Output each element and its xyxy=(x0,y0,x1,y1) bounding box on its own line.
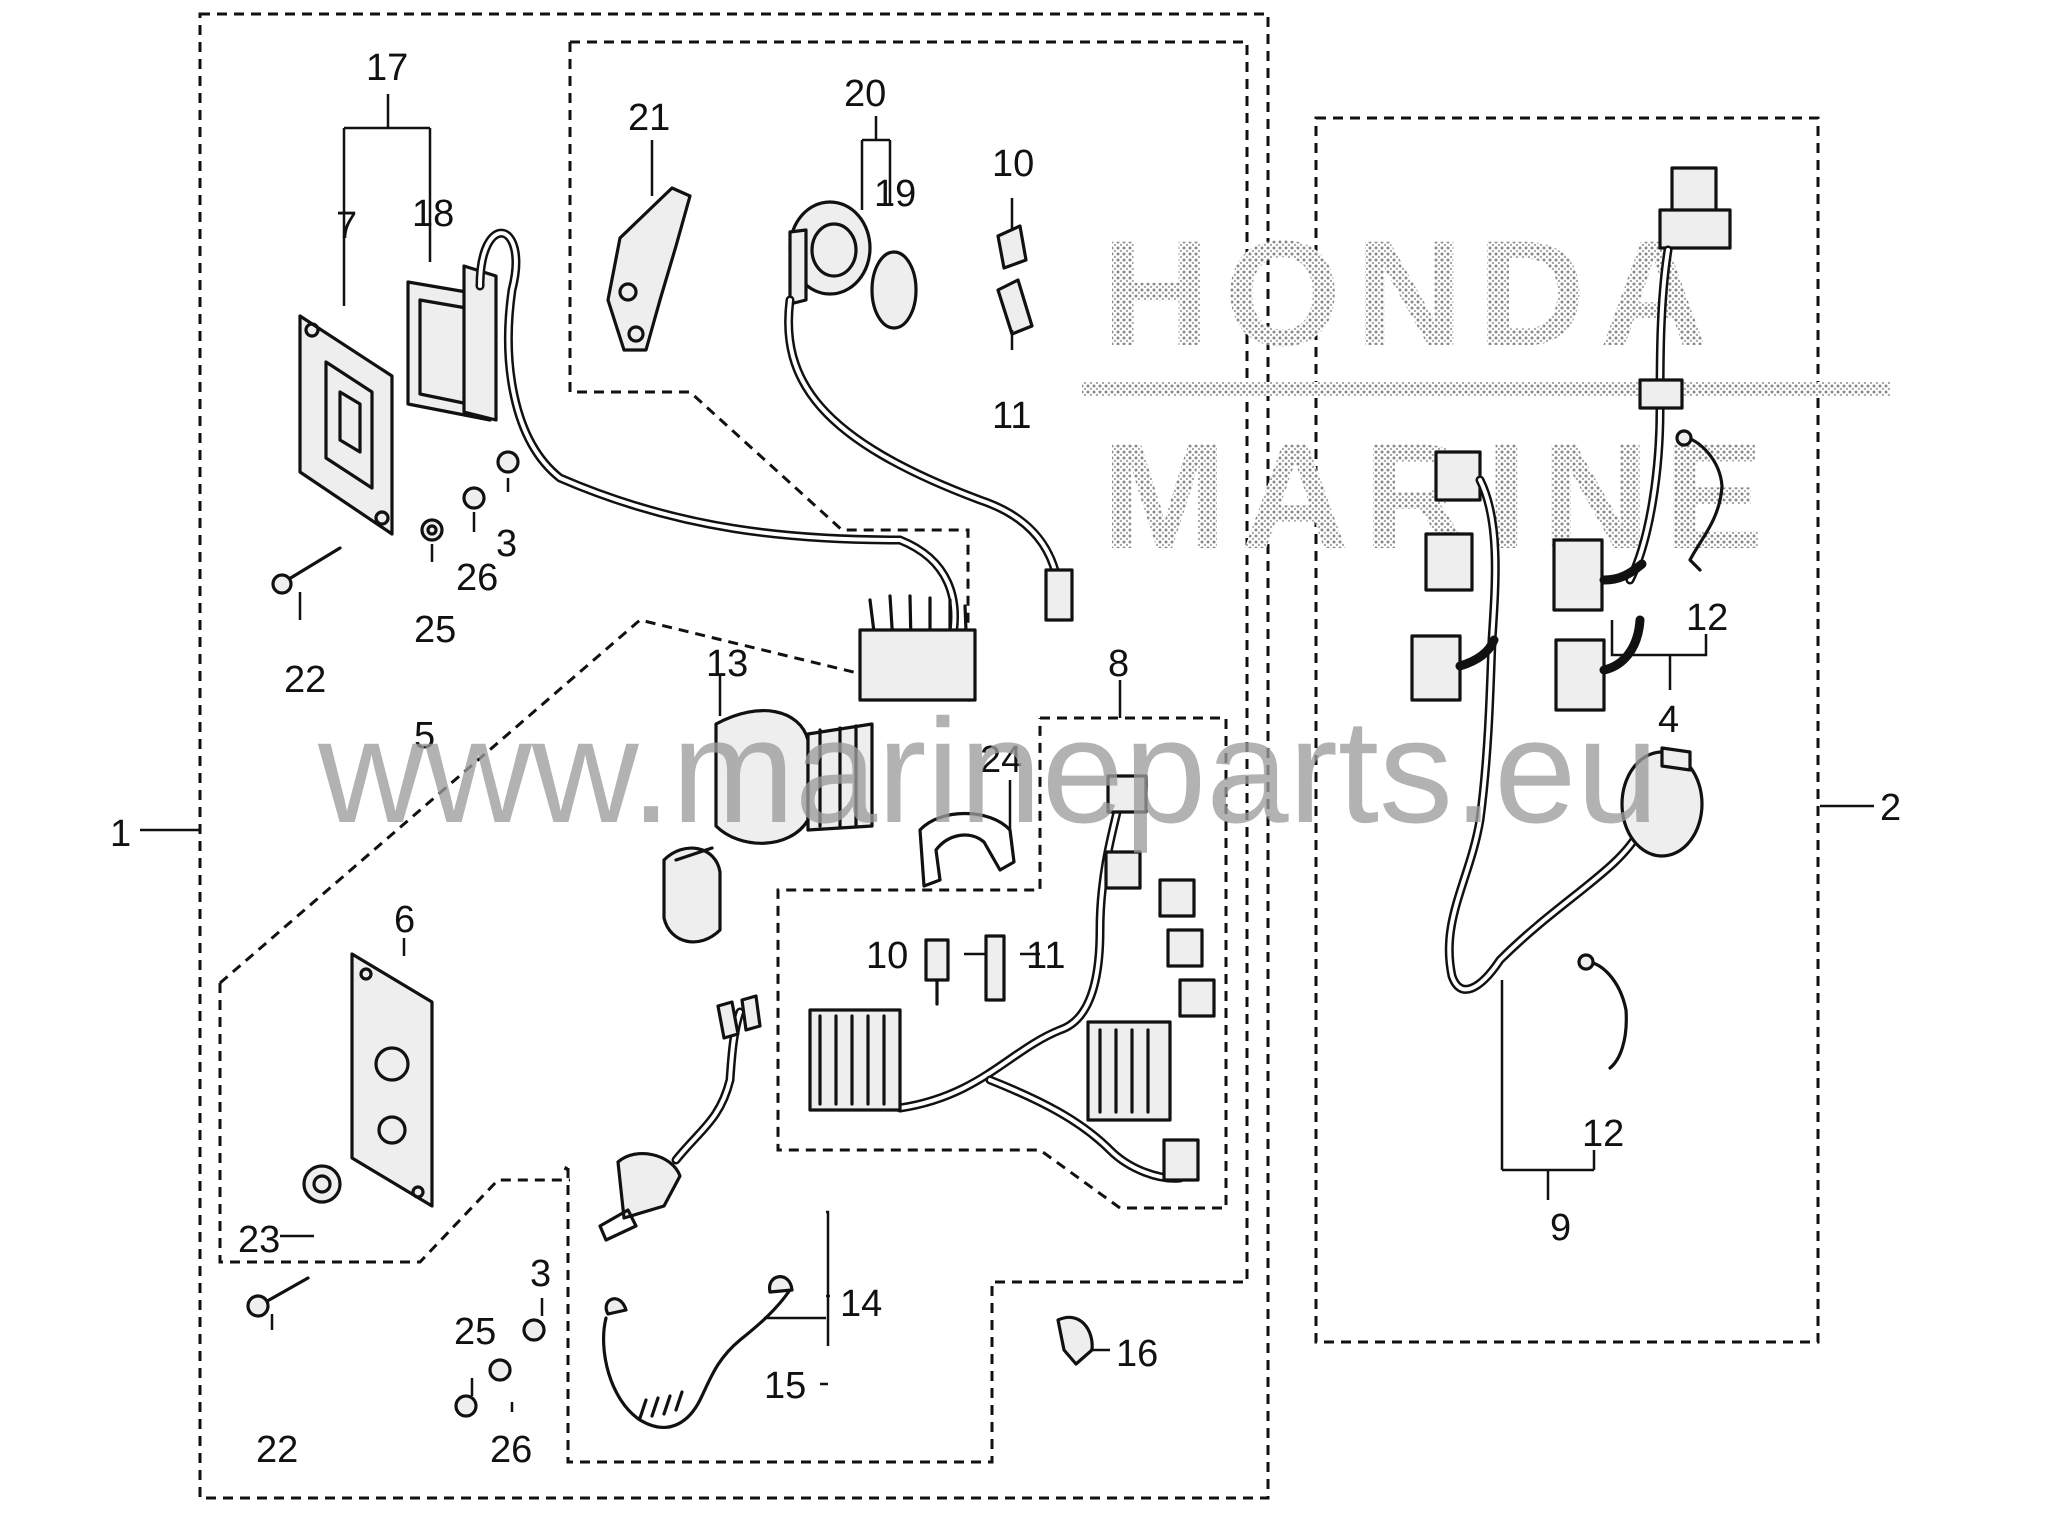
callout-11-mid: 11 xyxy=(1026,935,1065,977)
callout-12-top: 12 xyxy=(1686,597,1728,639)
callout-3-top: 3 xyxy=(496,523,517,565)
callouts: 1 2 3 3 4 5 6 7 8 9 10 10 11 11 12 12 13… xyxy=(110,47,1901,1471)
part-8-harness xyxy=(808,774,1216,1183)
group-boxes xyxy=(198,12,1820,1500)
brand-watermark: HONDA MARINE xyxy=(1082,209,1890,580)
callout-17: 17 xyxy=(366,47,408,89)
part-7-bezel xyxy=(298,314,394,536)
callout-19: 19 xyxy=(874,173,916,215)
part-10-screw-top xyxy=(996,224,1028,270)
callout-5: 5 xyxy=(414,715,435,757)
part-26-nut-top xyxy=(462,486,486,510)
brand-line-1: HONDA xyxy=(1102,209,1722,377)
callout-11-top: 11 xyxy=(992,395,1031,437)
callout-21: 21 xyxy=(628,97,670,139)
part-21-bracket xyxy=(606,186,692,352)
callout-25-bottom: 25 xyxy=(454,1311,496,1353)
part-24-clip xyxy=(918,812,1016,888)
part-6-panel xyxy=(350,952,434,1208)
part-18-switch xyxy=(406,264,498,422)
callout-22-bottom: 22 xyxy=(256,1429,298,1471)
wire-group-17 xyxy=(568,42,970,696)
part-25-washer-top xyxy=(420,518,444,542)
callout-26-bottom: 26 xyxy=(490,1429,532,1471)
part-13-ignition-switch xyxy=(662,709,874,944)
part-10-screw-mid xyxy=(924,938,950,1006)
part-22-screw-top xyxy=(271,546,342,595)
part-16-clip xyxy=(1056,1315,1094,1366)
url-watermark: www.marineparts.eu xyxy=(317,689,1659,854)
part-19-filter xyxy=(870,250,918,330)
callout-23: 23 xyxy=(238,1219,280,1261)
wire-18 xyxy=(475,228,959,645)
part-3-nut-bottom xyxy=(522,1318,546,1342)
callout-10-mid: 10 xyxy=(866,935,908,977)
connector-bundle-17 xyxy=(858,594,977,702)
part-22-screw-bottom xyxy=(246,1276,310,1318)
part-12-clamp-bottom xyxy=(1577,953,1628,1070)
callout-22-top: 22 xyxy=(284,659,326,701)
callout-25-top: 25 xyxy=(414,609,456,651)
part-25-washer-bottom xyxy=(454,1394,478,1418)
part-12-clamp-top xyxy=(1675,429,1724,572)
callout-10-top: 10 xyxy=(992,143,1034,185)
callout-13: 13 xyxy=(706,643,748,685)
callout-16: 16 xyxy=(1116,1333,1158,1375)
callout-2: 2 xyxy=(1880,787,1901,829)
part-14-stop-switch xyxy=(598,994,762,1242)
part-23-nut xyxy=(302,1164,342,1204)
callout-26-top: 26 xyxy=(456,557,498,599)
callout-14: 14 xyxy=(840,1283,882,1325)
part-3-nut-top xyxy=(496,450,520,474)
harness-box-8 xyxy=(776,716,1228,1210)
callout-18: 18 xyxy=(412,193,454,235)
brand-rule xyxy=(1082,382,1890,396)
callout-1: 1 xyxy=(110,813,131,855)
callout-9: 9 xyxy=(1550,1207,1571,1249)
callout-3-bottom: 3 xyxy=(530,1253,551,1295)
panel-box-6 xyxy=(218,983,570,1264)
part-11-pin-mid xyxy=(984,934,1006,1002)
part-20-relay xyxy=(784,200,1074,622)
main-assembly-box xyxy=(198,12,1270,1500)
part-26-nut-bottom xyxy=(488,1358,512,1382)
callout-4: 4 xyxy=(1658,699,1679,741)
harness-box-2 xyxy=(1314,116,1820,1344)
sub-box-20-21 xyxy=(563,40,1249,1464)
ignition-switch-box-5 xyxy=(219,618,970,985)
part-2-harness xyxy=(1410,166,1732,994)
callout-7: 7 xyxy=(336,205,357,247)
part-11-pin-top xyxy=(996,278,1034,336)
callout-6: 6 xyxy=(394,899,415,941)
callout-8: 8 xyxy=(1108,643,1129,685)
part-15-lanyard xyxy=(602,1275,794,1429)
callout-12-bottom: 12 xyxy=(1582,1113,1624,1155)
leader-lines xyxy=(140,94,1874,1412)
callout-20: 20 xyxy=(844,73,886,115)
callout-24: 24 xyxy=(980,739,1022,781)
callout-15: 15 xyxy=(764,1365,806,1407)
